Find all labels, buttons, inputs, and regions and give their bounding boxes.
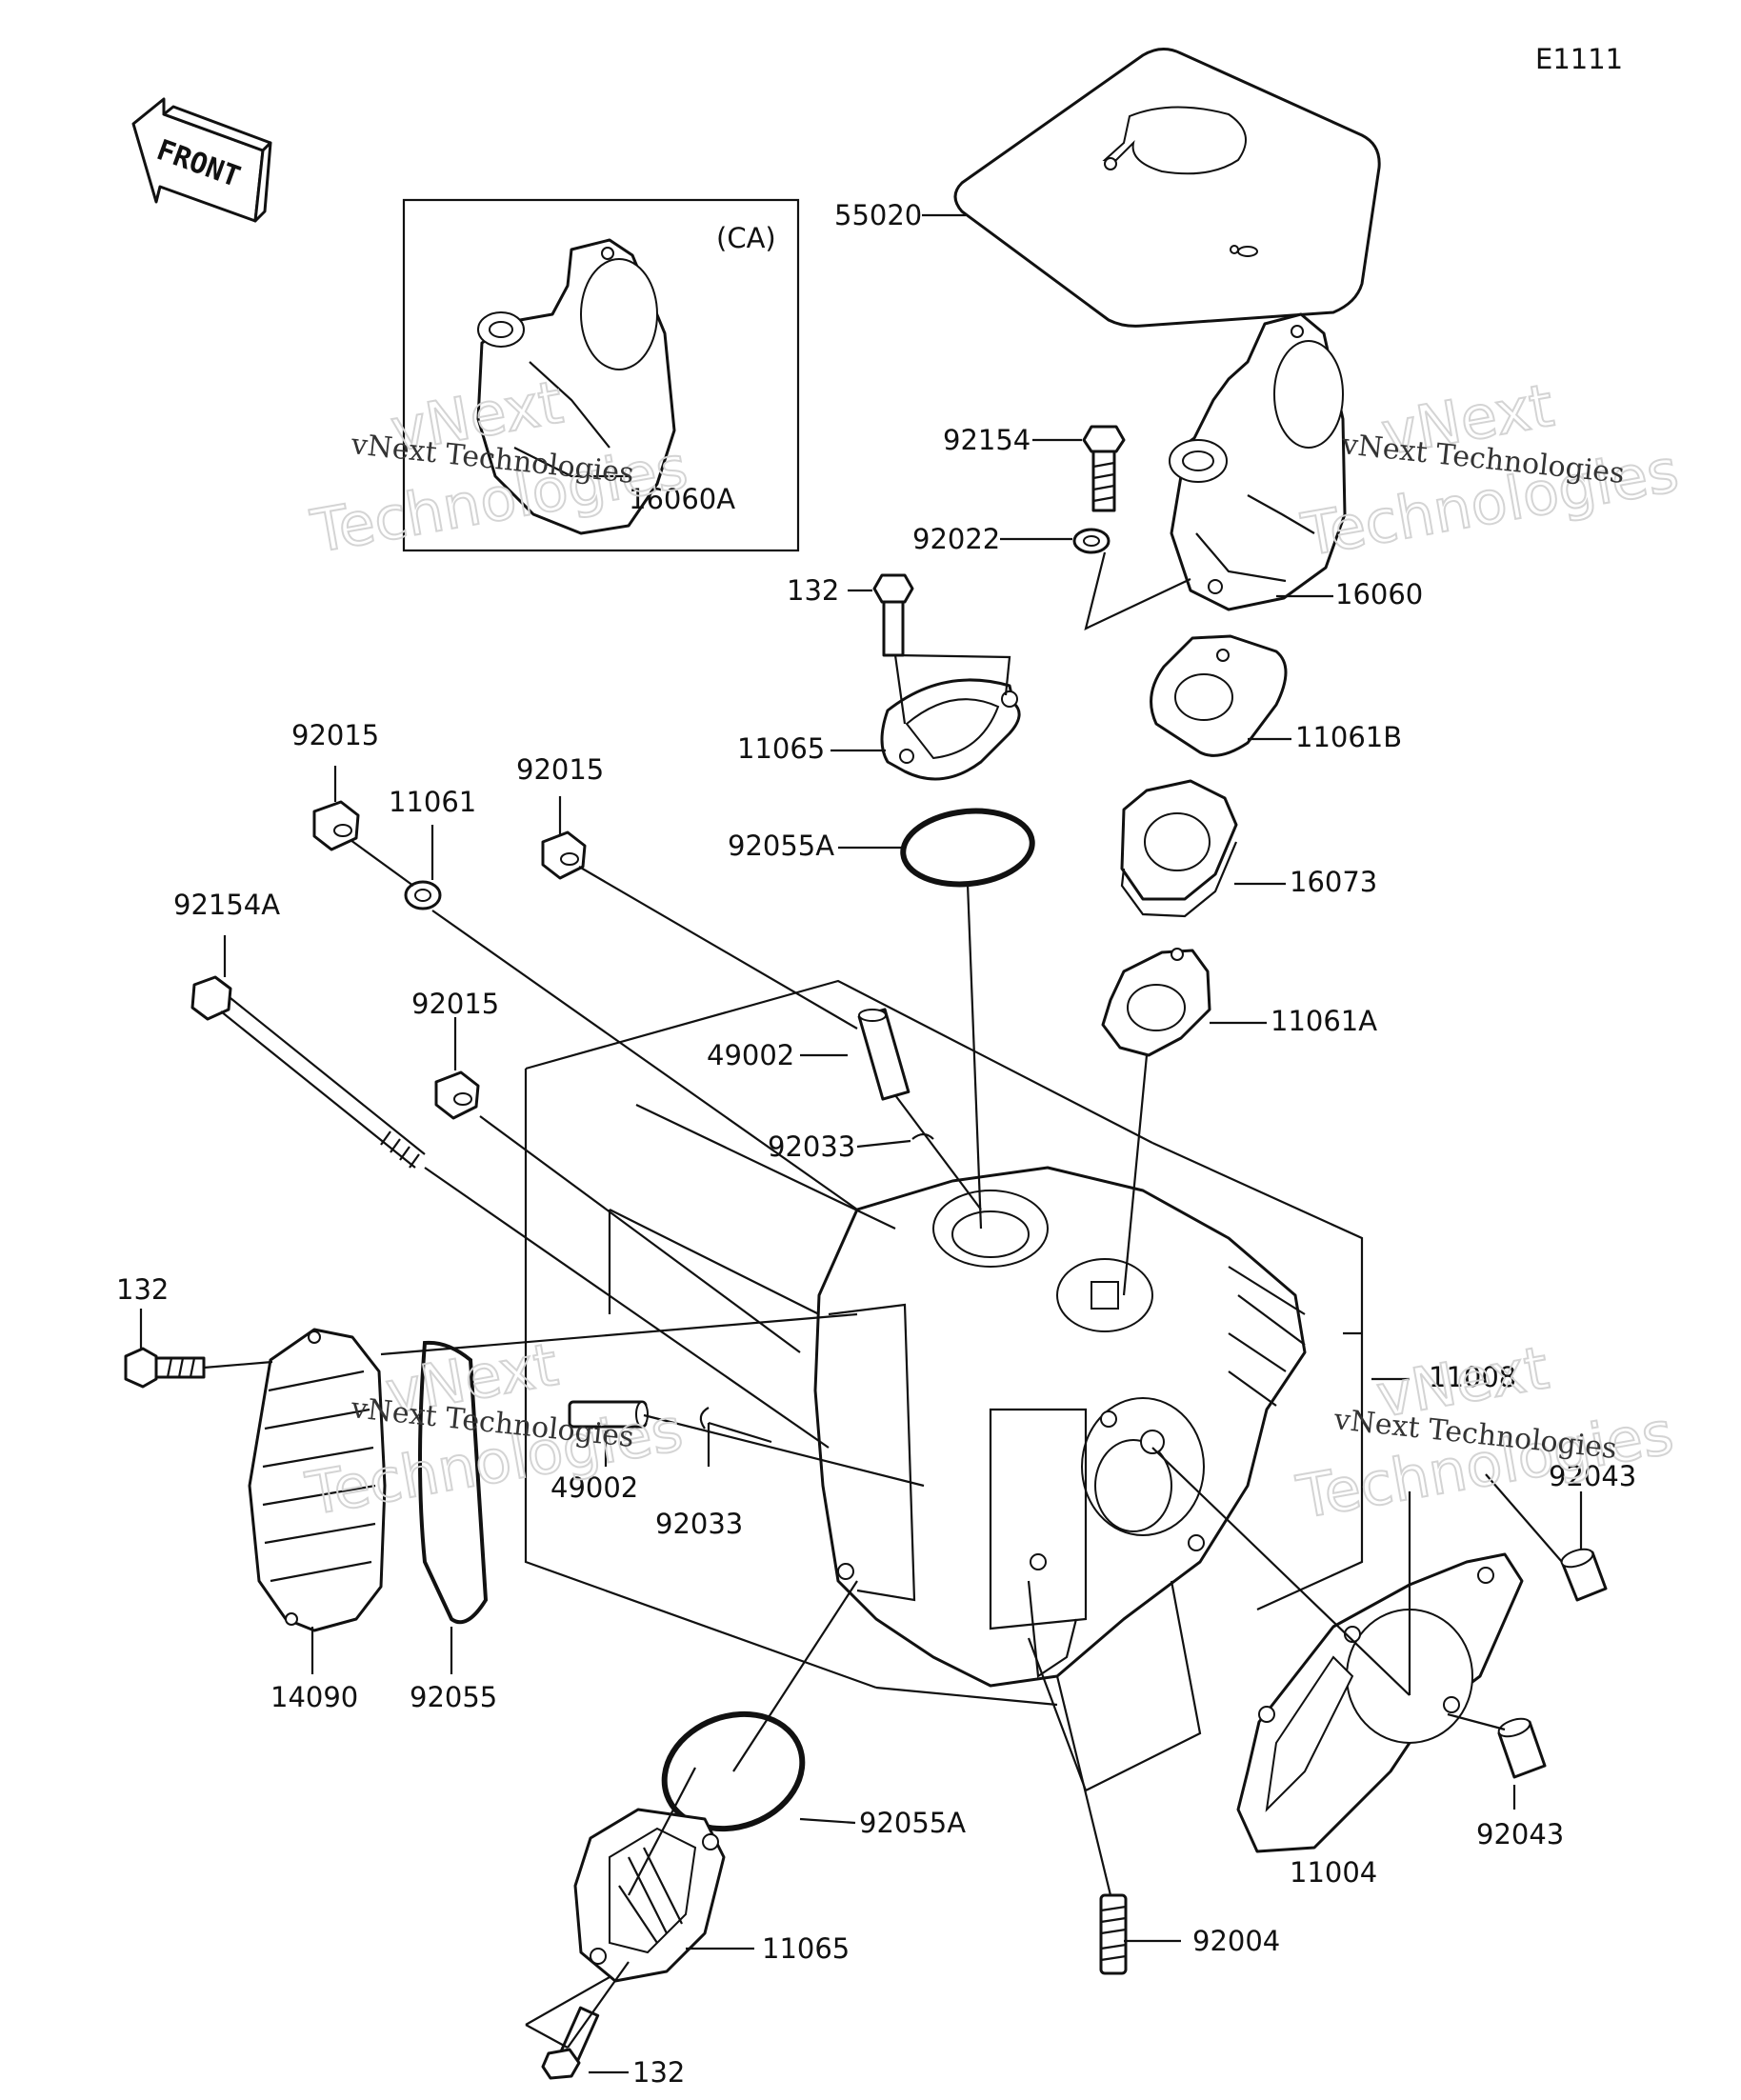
nut-92015-b — [541, 830, 587, 880]
label-11061A: 11061A — [1271, 1005, 1377, 1037]
bolt-92154 — [1082, 425, 1126, 512]
oring-92055A-top — [900, 808, 1035, 888]
label-92015-b: 92015 — [516, 753, 604, 786]
label-16060: 16060 — [1335, 578, 1423, 610]
label-11065-top: 11065 — [737, 732, 825, 765]
stud-92004 — [1099, 1893, 1128, 1975]
valve-guide-49002-bottom — [568, 1400, 649, 1429]
dowel-92043-bottom — [1497, 1717, 1547, 1779]
spacer-16073 — [1120, 779, 1238, 918]
diagram-code: E1111 — [1535, 43, 1623, 75]
label-49002-bottom: 49002 — [550, 1471, 638, 1504]
label-11065-bottom: 11065 — [762, 1932, 850, 1965]
bolt-132-top — [872, 573, 914, 657]
head-gasket-11004 — [1236, 1552, 1524, 1853]
assembly-outline — [524, 979, 1364, 1707]
intake-manifold-16060A — [476, 238, 676, 535]
label-92043-bottom: 92043 — [1476, 1818, 1564, 1850]
washer-11061 — [404, 880, 442, 910]
label-92055A-top: 92055A — [728, 830, 834, 862]
bolt-132-left — [124, 1347, 206, 1389]
label-11061B: 11061B — [1295, 721, 1402, 753]
label-16060A: 16060A — [629, 483, 735, 515]
label-92033-bottom: 92033 — [655, 1508, 743, 1540]
stud-92154A — [190, 975, 426, 1169]
label-92043-top: 92043 — [1549, 1460, 1636, 1492]
filter-plate-55020 — [953, 48, 1381, 328]
clip-92033-top — [911, 1132, 934, 1140]
oring-92055A-bottom — [661, 1710, 806, 1832]
label-11004: 11004 — [1290, 1856, 1377, 1889]
label-92154A: 92154A — [173, 889, 280, 921]
nut-92015-a — [312, 800, 360, 851]
head-cover-14090 — [248, 1328, 387, 1632]
gasket-11061A — [1101, 948, 1211, 1057]
leader-lines — [139, 213, 1583, 2074]
washer-92022 — [1072, 528, 1111, 554]
label-14090: 14090 — [270, 1681, 358, 1713]
label-11061: 11061 — [389, 786, 476, 818]
label-92022: 92022 — [912, 523, 1000, 555]
label-92004: 92004 — [1192, 1925, 1280, 1957]
label-16073: 16073 — [1290, 866, 1377, 898]
front-arrow-icon: FRONT — [131, 97, 272, 223]
label-92015-c: 92015 — [411, 988, 499, 1020]
gasket-92055 — [418, 1340, 489, 1625]
label-132-bottom: 132 — [632, 2056, 685, 2089]
label-92015-a: 92015 — [291, 719, 379, 751]
gasket-11061B — [1150, 634, 1288, 757]
nut-92015-c — [434, 1070, 480, 1120]
cover-11065-top — [880, 678, 1021, 781]
label-92055A-bottom: 92055A — [859, 1807, 966, 1839]
label-55020: 55020 — [834, 199, 922, 231]
cylinder-head-11008 — [813, 1166, 1307, 1688]
clip-92033-bottom — [699, 1407, 710, 1430]
label-92154: 92154 — [943, 424, 1031, 456]
cover-11065-bottom — [573, 1808, 726, 1983]
label-132-top: 132 — [787, 574, 839, 607]
label-132-left: 132 — [116, 1273, 169, 1306]
label-92033-top: 92033 — [768, 1130, 855, 1163]
label-49002-top: 49002 — [707, 1039, 794, 1071]
inset-ca-label: (CA) — [716, 222, 776, 254]
valve-guide-49002-top — [857, 1008, 911, 1101]
bolt-132-bottom — [541, 2006, 600, 2080]
dowel-92043-top — [1560, 1548, 1608, 1602]
label-92055: 92055 — [410, 1681, 497, 1713]
intake-manifold-16060 — [1169, 312, 1347, 611]
label-11008: 11008 — [1429, 1361, 1516, 1393]
inset-ca-box: (CA) — [402, 198, 800, 552]
